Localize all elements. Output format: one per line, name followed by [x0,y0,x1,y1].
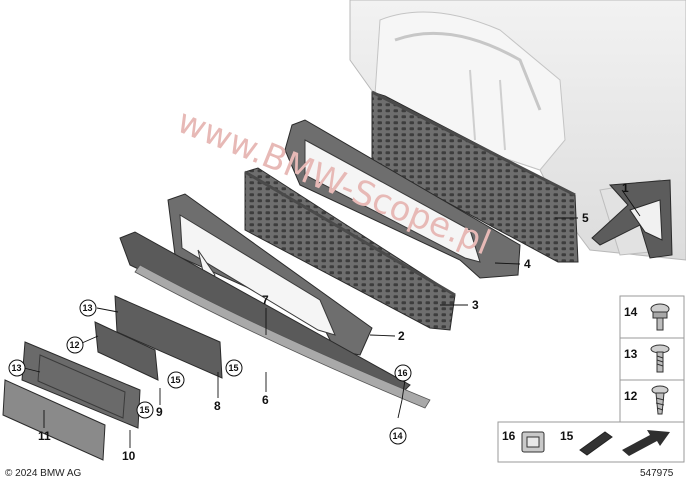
callout-circle-14: 14 [389,427,407,445]
svg-text:12: 12 [70,340,80,350]
callout-1: 1 [622,181,629,195]
clip-nut-icon [521,431,545,453]
callout-5: 5 [582,211,589,225]
screw-icon [650,303,670,331]
callout-4: 4 [524,257,531,271]
part-8-bracket [114,295,223,379]
callout-3: 3 [472,298,479,312]
screw-icon [650,344,670,373]
svg-text:14: 14 [393,431,403,441]
callout-circle-13b: 13 [8,359,26,377]
callout-7: 7 [262,293,269,307]
svg-text:15: 15 [229,363,239,373]
foam-strip-icon [579,431,613,456]
callout-6: 6 [262,393,269,407]
callout-11: 11 [38,429,51,443]
svg-text:13: 13 [83,303,93,313]
screw-icon [651,385,669,415]
part-6-chrome-strip [134,264,431,409]
legend-label-14: 14 [624,305,638,319]
callout-circle-15a: 15 [167,371,185,389]
part-4-frame [284,119,521,279]
svg-text:15: 15 [140,405,150,415]
callout-circle-16: 16 [394,364,412,382]
callouts: 1 5 4 3 2 7 6 8 9 10 11 [38,181,629,463]
legend-label-16: 16 [502,429,516,443]
callout-2: 2 [398,329,405,343]
part-11-plate [2,379,106,461]
diagram-number: 547975 [640,468,674,479]
callout-circle-12a: 12 [66,336,84,354]
front-arrow-icon [622,430,670,456]
circled-callouts: 13 12 13 15 15 15 16 14 [8,299,412,445]
callout-circle-13a: 13 [79,299,97,317]
callout-10: 10 [122,449,136,463]
callout-circle-15b: 15 [225,359,243,377]
copyright: © 2024 BMW AG [5,468,82,479]
part-3-lower-grille [244,167,456,331]
svg-text:16: 16 [398,368,408,378]
callout-9: 9 [156,405,163,419]
svg-text:13: 13 [12,363,22,373]
part-1-side-trim [591,179,673,259]
leader-lines [23,189,641,448]
callout-8: 8 [214,399,221,413]
svg-text:15: 15 [171,375,181,385]
fastener-legend: 14 13 12 16 15 [497,295,685,463]
legend-label-15: 15 [560,429,574,443]
part-9-support [94,321,159,381]
callout-circle-15c: 15 [136,401,154,419]
legend-label-13: 13 [624,347,638,361]
legend-label-12: 12 [624,389,638,403]
